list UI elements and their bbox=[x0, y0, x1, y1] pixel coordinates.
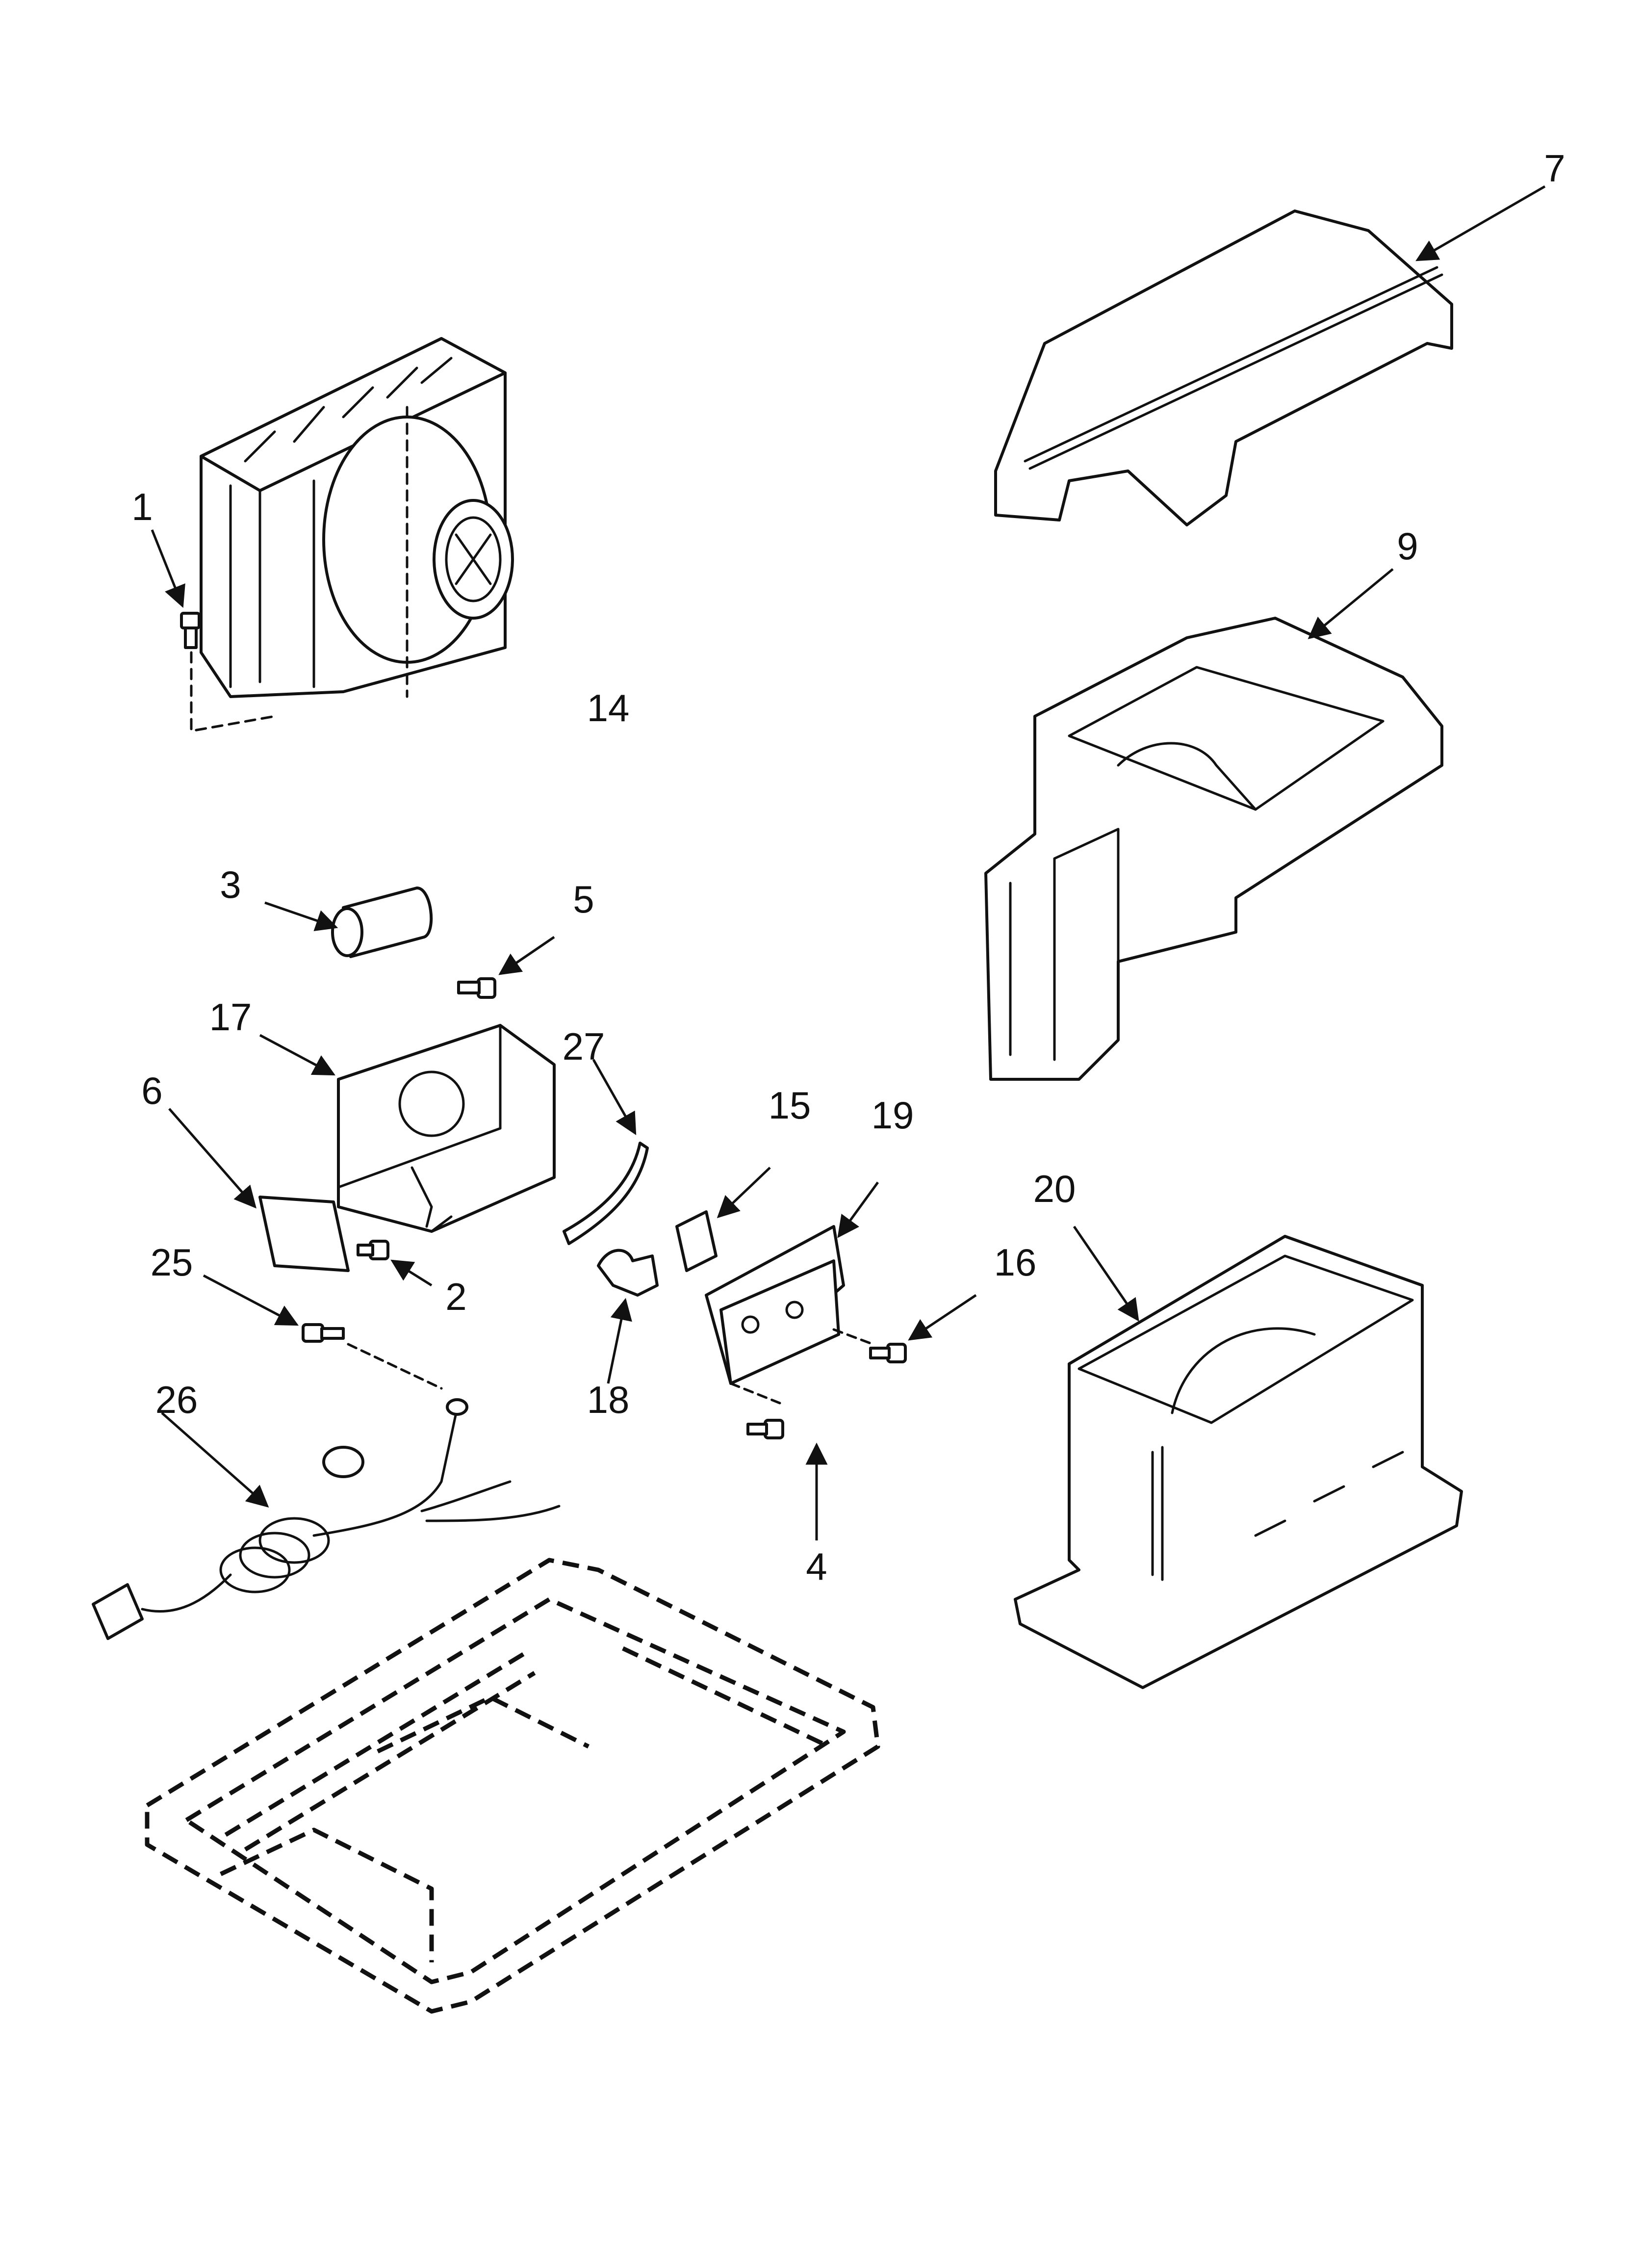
part-3-capacitor bbox=[264, 886, 433, 958]
callout-20: 20 bbox=[1033, 1167, 1076, 1210]
part-14-blower-housing bbox=[200, 337, 514, 698]
part-2-screw bbox=[357, 1240, 433, 1287]
part-9-ice-bucket bbox=[984, 568, 1443, 1081]
callout-25: 25 bbox=[151, 1241, 193, 1284]
part-4-screw bbox=[746, 1419, 828, 1540]
part-16-screw bbox=[869, 1294, 977, 1363]
part-19-control-panel bbox=[705, 1181, 879, 1405]
callout-17: 17 bbox=[209, 995, 252, 1039]
callout-19: 19 bbox=[872, 1094, 914, 1137]
part-26-wire-harness bbox=[92, 1398, 561, 1640]
part-25-screw bbox=[203, 1274, 443, 1390]
part-20-drain-pan bbox=[1014, 1225, 1463, 1689]
callout-6: 6 bbox=[141, 1069, 162, 1112]
base-pan-outline bbox=[145, 1558, 880, 2014]
callout-7: 7 bbox=[1544, 147, 1565, 190]
part-17-control-bracket bbox=[259, 1024, 556, 1233]
callout-1: 1 bbox=[131, 485, 153, 528]
part-27-tube bbox=[563, 1059, 649, 1245]
callout-labels: 1 14 7 9 3 5 17 27 6 15 19 20 16 25 2 18… bbox=[131, 147, 1565, 1588]
callout-2: 2 bbox=[445, 1275, 466, 1318]
callout-27: 27 bbox=[563, 1025, 605, 1068]
callout-26: 26 bbox=[155, 1378, 198, 1421]
callout-15: 15 bbox=[769, 1084, 811, 1127]
part-1-screw bbox=[151, 529, 276, 732]
callout-5: 5 bbox=[573, 878, 594, 921]
callout-18: 18 bbox=[587, 1378, 630, 1421]
callout-9: 9 bbox=[1397, 524, 1418, 568]
part-18-switch bbox=[597, 1249, 659, 1384]
callout-3: 3 bbox=[220, 863, 241, 906]
part-5-screw bbox=[457, 936, 555, 999]
callout-16: 16 bbox=[994, 1241, 1037, 1284]
callout-14: 14 bbox=[587, 686, 630, 730]
part-15-clip bbox=[675, 1167, 771, 1272]
part-6-foam-block bbox=[168, 1108, 350, 1272]
callout-4: 4 bbox=[806, 1545, 827, 1588]
part-7-top-cover bbox=[994, 185, 1546, 526]
